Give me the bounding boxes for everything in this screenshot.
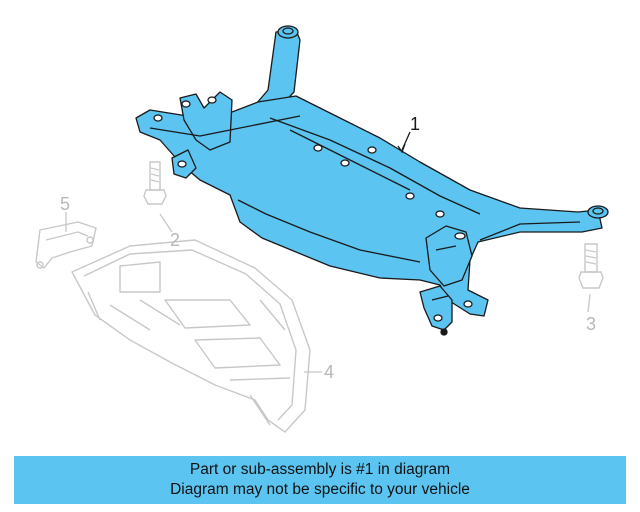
callout-4: 4 [324,362,334,382]
part-4-splash-shield [71,239,311,433]
callout-2: 2 [170,230,180,250]
part-1-subframe [135,25,609,336]
parts-diagram: 1 2 3 4 5 [35,25,609,433]
part-3-bolt [578,243,604,289]
part-2-bolt [143,161,167,205]
banner-line-disclaimer: Diagram may not be specific to your vehi… [170,481,470,498]
callout-3: 3 [586,314,596,334]
banner-line-part: Part or sub-assembly is #1 in diagram [189,461,451,478]
leader-lines [65,131,591,373]
part-info-banner: Part or sub-assembly is #1 in diagram Di… [14,456,626,504]
part-5-bracket [35,221,97,269]
callout-5: 5 [60,194,70,214]
callout-1: 1 [410,114,420,134]
